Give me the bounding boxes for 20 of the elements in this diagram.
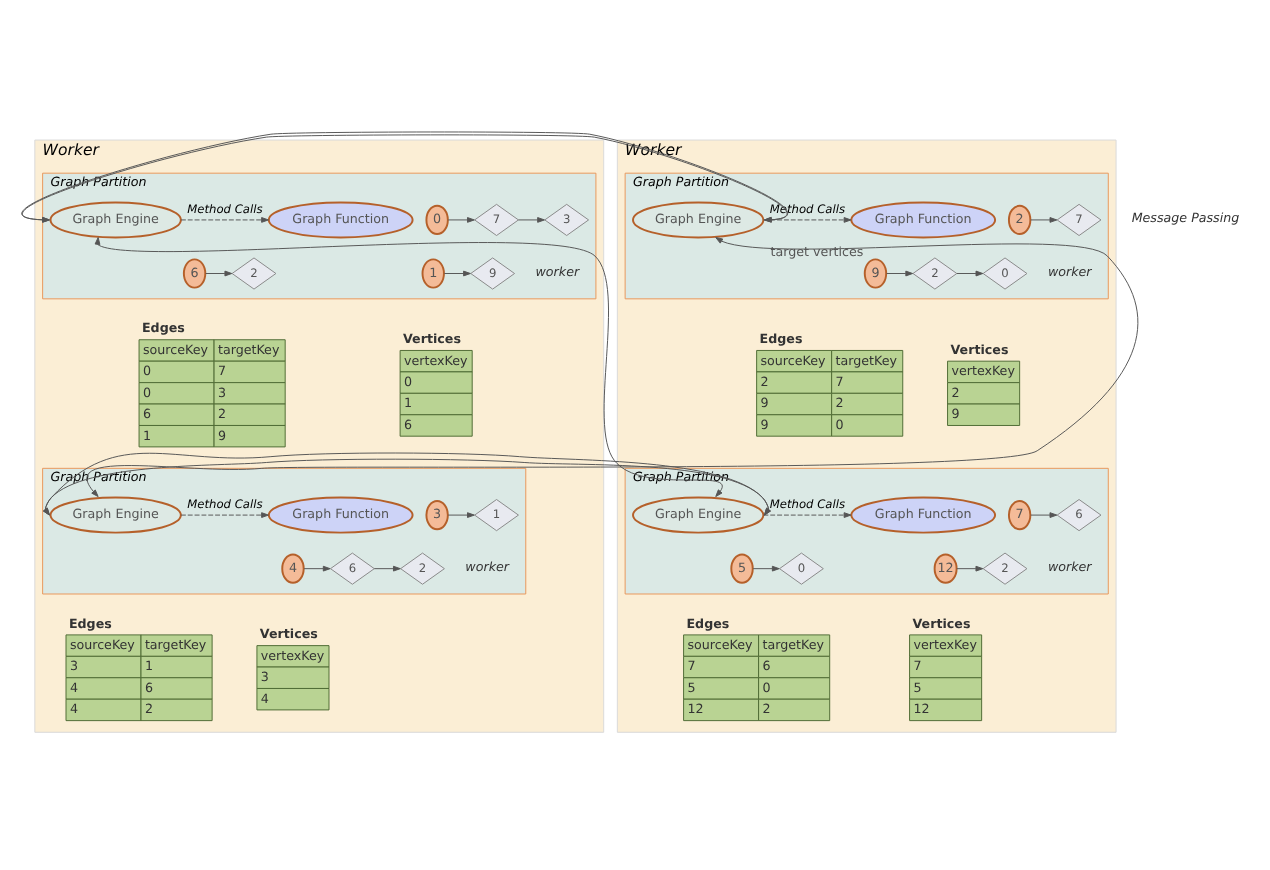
arrow: [956, 564, 984, 571]
arrow: [447, 216, 475, 222]
arrow: [752, 564, 780, 571]
arrow: [447, 511, 475, 517]
arrow: [180, 216, 269, 222]
arrow: [443, 269, 471, 276]
arrow: [763, 511, 852, 517]
arrow: [303, 564, 331, 571]
arrow: [886, 269, 914, 276]
arrow: [763, 216, 852, 222]
arrow: [373, 564, 401, 571]
arrow: [1030, 216, 1058, 222]
arrow: [956, 269, 984, 276]
arrow: [21, 130, 789, 222]
arrow: [180, 511, 269, 517]
arrow: [1030, 511, 1058, 517]
arrow: [205, 269, 233, 276]
arrow: [518, 216, 545, 222]
arrow: [94, 236, 723, 497]
arrow: [86, 236, 1139, 497]
